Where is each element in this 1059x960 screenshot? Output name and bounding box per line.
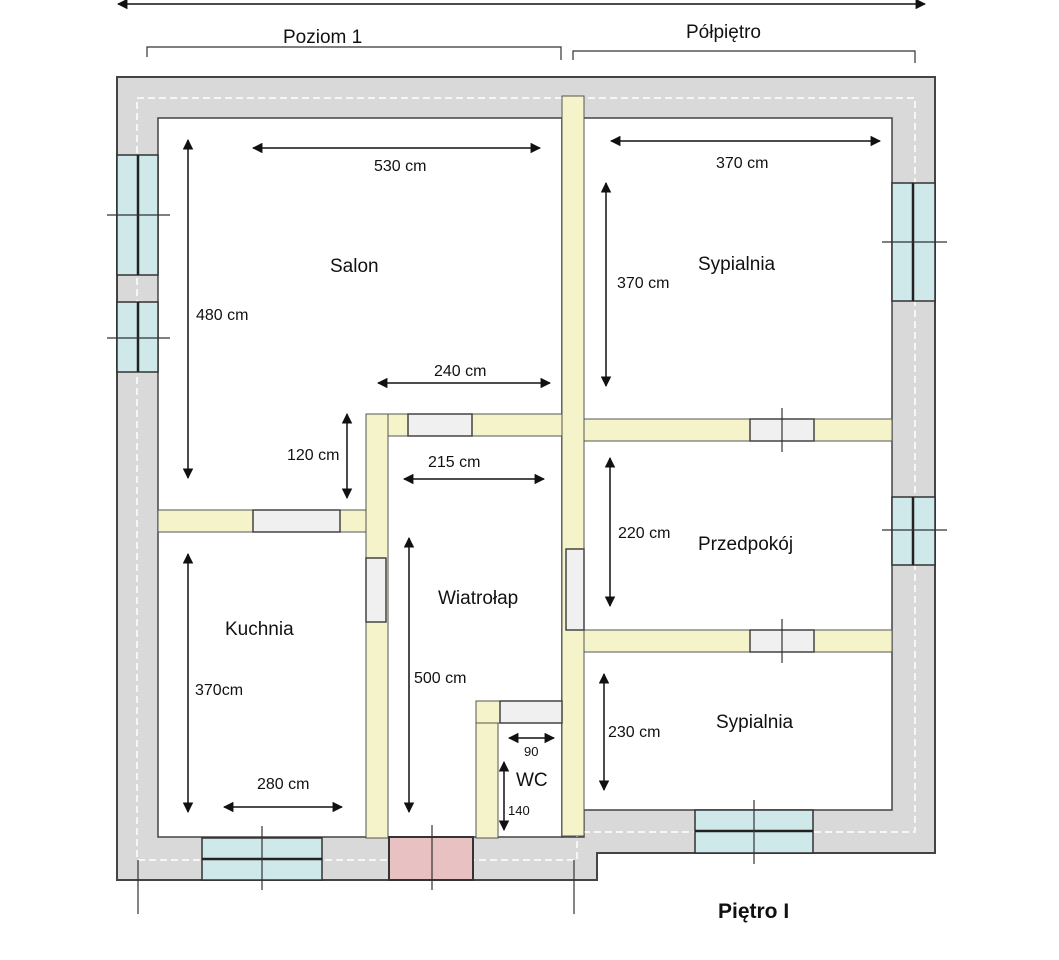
dim-sypialnia2-height: 230 cm bbox=[608, 724, 660, 741]
entrance-door bbox=[388, 836, 474, 881]
dim-sypialnia-height: 370 cm bbox=[617, 275, 669, 292]
door-icon bbox=[365, 557, 387, 623]
level-left-bracket bbox=[146, 46, 562, 60]
room-sypialnia-bottom: Sypialnia bbox=[716, 712, 794, 733]
room-kuchnia: Kuchnia bbox=[225, 619, 294, 640]
dim-salon-height: 480 cm bbox=[196, 307, 248, 324]
dim-wc-height: 140 bbox=[508, 803, 530, 818]
dim-kuchnia-width: 280 cm bbox=[257, 776, 309, 793]
door-icon bbox=[407, 413, 473, 437]
room-przedpokoj: Przedpokój bbox=[698, 534, 793, 555]
plan-title: Piętro I bbox=[718, 900, 789, 923]
dim-hall-120: 120 cm bbox=[287, 447, 339, 464]
door-icon bbox=[565, 548, 585, 631]
dim-salon-inner: 240 cm bbox=[434, 363, 486, 380]
door-icon bbox=[499, 700, 563, 724]
dim-wiatrolap-width: 215 cm bbox=[428, 454, 480, 471]
door-icon bbox=[252, 509, 341, 533]
room-sypialnia-top: Sypialnia bbox=[698, 254, 776, 275]
level-right-bracket bbox=[572, 50, 916, 63]
dim-kuchnia-height: 370cm bbox=[195, 682, 243, 699]
level-right-label: Półpiętro bbox=[686, 22, 761, 43]
dim-salon-width: 530 cm bbox=[374, 158, 426, 175]
room-wc: WC bbox=[516, 770, 548, 791]
left-interior bbox=[157, 117, 563, 838]
room-wiatrolap: Wiatrołap bbox=[438, 588, 518, 609]
room-salon: Salon bbox=[330, 256, 379, 277]
dim-wc-width: 90 bbox=[524, 744, 538, 759]
dim-przedpokoj-height: 220 cm bbox=[618, 525, 670, 542]
dim-wiatrolap-height: 500 cm bbox=[414, 670, 466, 687]
dim-sypialnia-width: 370 cm bbox=[716, 155, 768, 172]
doors bbox=[252, 413, 815, 724]
window-ticks bbox=[107, 214, 947, 914]
level-left-label: Poziom 1 bbox=[283, 27, 362, 48]
dimension-arrows bbox=[182, 135, 882, 832]
